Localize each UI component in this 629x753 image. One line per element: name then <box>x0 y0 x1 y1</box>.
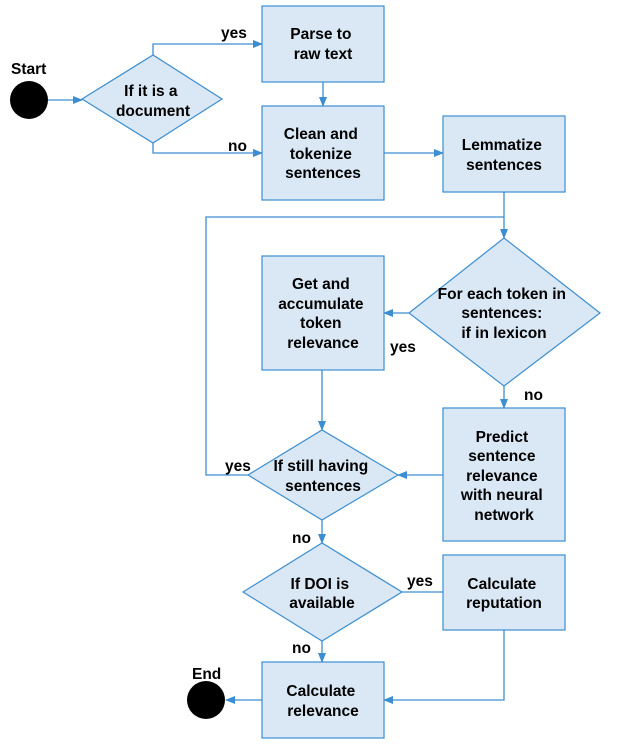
node-text-line: Clean and <box>284 126 358 143</box>
node-text-line: sentences <box>285 478 361 495</box>
start-circle <box>10 81 48 119</box>
edge-doc-yes <box>152 40 263 55</box>
node-text-line: reputation <box>466 595 542 612</box>
process-relevance: Calculate relevance <box>261 661 385 739</box>
process-parse-box <box>261 5 385 83</box>
node-text-line: Get and <box>292 276 350 293</box>
edge-label-lexicon-yes: yes <box>390 339 416 356</box>
node-text-line: Calculate <box>467 576 536 593</box>
node-text-line: if in lexicon <box>461 325 546 342</box>
svg-text:If still having sentence: If still having sentences <box>273 458 372 495</box>
edge-reputation-to-relevance <box>383 630 505 704</box>
node-text-line: with neural <box>460 487 543 504</box>
node-text-line: Predict <box>476 429 529 446</box>
start-label: Start <box>11 61 46 78</box>
svg-text:Calculate reputation: Calculate reputation <box>466 576 542 612</box>
node-text-line: If DOI is <box>291 576 350 593</box>
node-text-line: raw text <box>294 46 353 63</box>
process-clean-box <box>261 105 385 201</box>
node-text-line: Calculate <box>286 683 355 700</box>
svg-text:For each token in senten: For each token in sentences: if in lexic… <box>438 286 571 342</box>
decision-doi-shape <box>241 542 404 642</box>
svg-text:Get and accumulate: Get and accumulate token relevance <box>278 276 368 352</box>
node-text-line: sentences <box>466 157 542 174</box>
node-text-line: accumulate <box>278 296 364 313</box>
process-relevance-box <box>261 661 385 739</box>
edge-still-yes-loop <box>205 216 504 476</box>
edges <box>48 40 508 704</box>
svg-text:If DOI is available: If DOI is available <box>289 576 355 612</box>
svg-text:Clean and tokenize: Clean and tokenize sentences <box>284 126 362 182</box>
edge-label-still-no: no <box>292 530 311 547</box>
svg-text:Predict sentence r: Predict sentence relevance with neural n… <box>460 429 547 524</box>
edge-label-still-yes: yes <box>225 458 251 475</box>
node-text-line: Lemmatize <box>462 137 542 154</box>
decision-doi: If DOI is available <box>241 542 404 642</box>
node-text-line: relevance <box>287 703 359 720</box>
process-lemmatize-box <box>442 115 566 193</box>
node-text-line: token <box>300 315 341 332</box>
edge-label-doc-no: no <box>228 138 247 155</box>
process-predict: Predict sentence relevance with neural n… <box>442 407 566 542</box>
process-parse: Parse to raw text <box>261 5 385 83</box>
decision-still-sentences-shape <box>246 429 400 521</box>
edge-label-doi-yes: yes <box>407 573 433 590</box>
edge-label-doi-no: no <box>292 640 311 657</box>
node-text-line: sentences: <box>461 305 542 322</box>
edge-label-lexicon-no: no <box>524 387 543 404</box>
svg-text:Lemmatize sentences: Lemmatize sentences <box>462 137 546 174</box>
node-text-line: Parse to <box>290 26 351 43</box>
edge-labels: yes no yes no yes no yes no <box>221 25 543 657</box>
decision-is-document-shape <box>80 54 224 144</box>
node-text-line: relevance <box>466 468 538 485</box>
decision-is-document: If it is a document <box>80 54 224 144</box>
svg-text:Calculate relevance: Calculate relevance <box>286 683 359 720</box>
node-text-line: document <box>116 103 190 120</box>
start-terminal: Start <box>10 61 48 119</box>
process-accumulate-box <box>261 255 385 371</box>
end-label: End <box>192 666 221 683</box>
decision-for-each-token-shape <box>408 237 601 387</box>
process-reputation-box <box>442 554 566 631</box>
node-text-line: sentence <box>468 448 536 465</box>
svg-text:Parse to raw text: Parse to raw text <box>290 26 355 63</box>
edge-doc-no <box>152 143 263 157</box>
node-text-line: If still having <box>273 458 368 475</box>
svg-text:If it is a document: If it is a document <box>116 83 190 120</box>
decision-still-sentences: If still having sentences <box>246 429 400 521</box>
node-text-line: available <box>289 595 355 612</box>
process-reputation: Calculate reputation <box>442 554 566 631</box>
node-text-line: network <box>474 507 534 524</box>
node-text-line: tokenize <box>290 146 352 163</box>
process-predict-box <box>442 407 566 542</box>
decision-for-each-token: For each token in sentences: if in lexic… <box>408 237 601 387</box>
node-text-line: relevance <box>287 335 359 352</box>
end-circle <box>187 681 225 719</box>
end-terminal: End <box>187 666 225 719</box>
node-text-line: If it is a <box>124 83 178 100</box>
node-text-line: For each token in <box>438 286 566 303</box>
edge-label-doc-yes: yes <box>221 25 247 42</box>
process-accumulate: Get and accumulate token relevance <box>261 255 385 371</box>
node-text-line: sentences <box>285 165 361 182</box>
process-lemmatize: Lemmatize sentences <box>442 115 566 193</box>
process-clean: Clean and tokenize sentences <box>261 105 385 201</box>
